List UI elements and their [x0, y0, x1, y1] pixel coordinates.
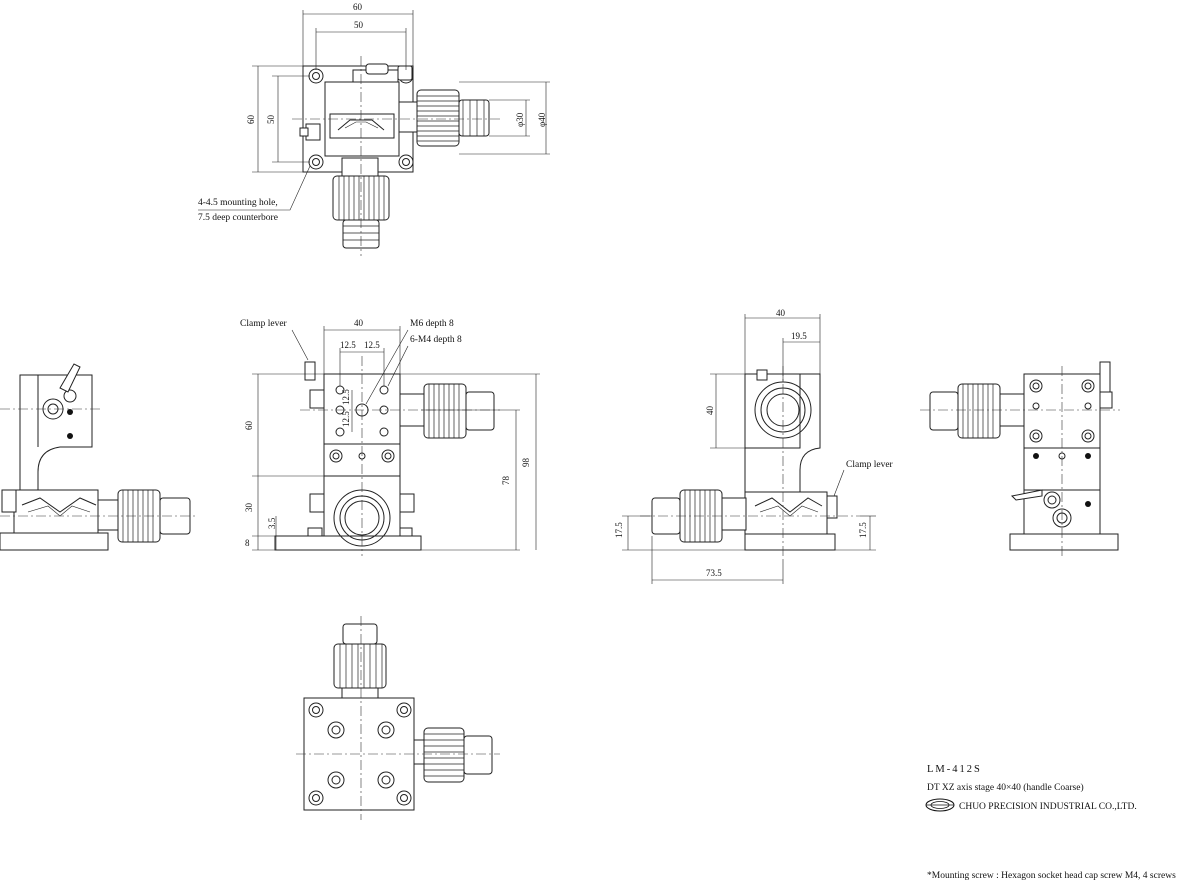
chuo-logo-icon [925, 798, 955, 812]
dim-dia-40: φ40 [537, 112, 547, 127]
dim-dia-30: φ30 [515, 112, 525, 127]
dim-front-width-40: 40 [354, 318, 364, 328]
dim-side-17-5-left: 17.5 [614, 522, 624, 538]
top-view-knob-x [416, 89, 460, 147]
dim-front-12-5-b: 12.5 [364, 340, 380, 350]
dim-side-17-5-right: 17.5 [858, 522, 868, 538]
front-view: 40 12.5 12.5 12.5 12.5 60 30 8 3.5 78 98… [240, 318, 540, 556]
label-mounting-hole: 4-4.5 mounting hole, [198, 198, 278, 208]
dim-front-h-8: 8 [245, 538, 250, 548]
dim-side-w-19-5: 19.5 [791, 331, 807, 341]
label-clamp-lever-side: Clamp lever [846, 460, 894, 470]
mounting-screw-note: *Mounting screw : Hexagon socket head ca… [927, 871, 1176, 881]
dim-top-height-50: 50 [266, 115, 276, 125]
label-m6-depth: M6 depth 8 [410, 319, 454, 329]
left-view-base [0, 532, 109, 551]
product-description: DT XZ axis stage 40×40 (handle Coarse) [927, 782, 1084, 793]
label-clamp-lever-front: Clamp lever [240, 319, 288, 329]
dim-front-h-78: 78 [501, 476, 511, 486]
dim-side-h-40: 40 [705, 406, 715, 416]
dim-front-12-5-a: 12.5 [340, 340, 356, 350]
bottom-view [296, 616, 500, 820]
dim-side-w-40: 40 [776, 308, 786, 318]
label-m4-depth: 6-M4 depth 8 [410, 335, 462, 345]
rear-view [920, 361, 1120, 556]
dim-top-width-60: 60 [353, 2, 363, 12]
dim-top-width-50: 50 [354, 20, 364, 30]
dim-front-h-60: 60 [244, 421, 254, 431]
top-view: 60 50 60 50 φ30 φ40 4-4.5 mounting hole,… [198, 2, 550, 256]
side-view-base [744, 533, 836, 551]
dim-top-height-60: 60 [246, 115, 256, 125]
side-view: 40 19.5 40 17.5 17.5 73.5 Clamp lever [614, 308, 894, 584]
left-side-view [0, 363, 196, 551]
model-number: LM-412S [927, 764, 982, 775]
dim-front-12-5-v1: 12.5 [341, 389, 351, 405]
dim-front-12-5-v2: 12.5 [341, 411, 351, 427]
title-block: LM-412S DT XZ axis stage 40×40 (handle C… [925, 764, 1176, 881]
dim-front-h-3-5: 3.5 [267, 517, 277, 529]
company-name: CHUO PRECISION INDUSTRIAL CO.,LTD. [959, 802, 1137, 812]
dim-front-h-30: 30 [244, 503, 254, 513]
front-view-base [274, 535, 422, 551]
label-counterbore: 7.5 deep counterbore [198, 213, 278, 223]
dim-front-h-98: 98 [521, 458, 531, 468]
front-view-knob [423, 383, 467, 439]
dim-side-73-5: 73.5 [706, 568, 722, 578]
